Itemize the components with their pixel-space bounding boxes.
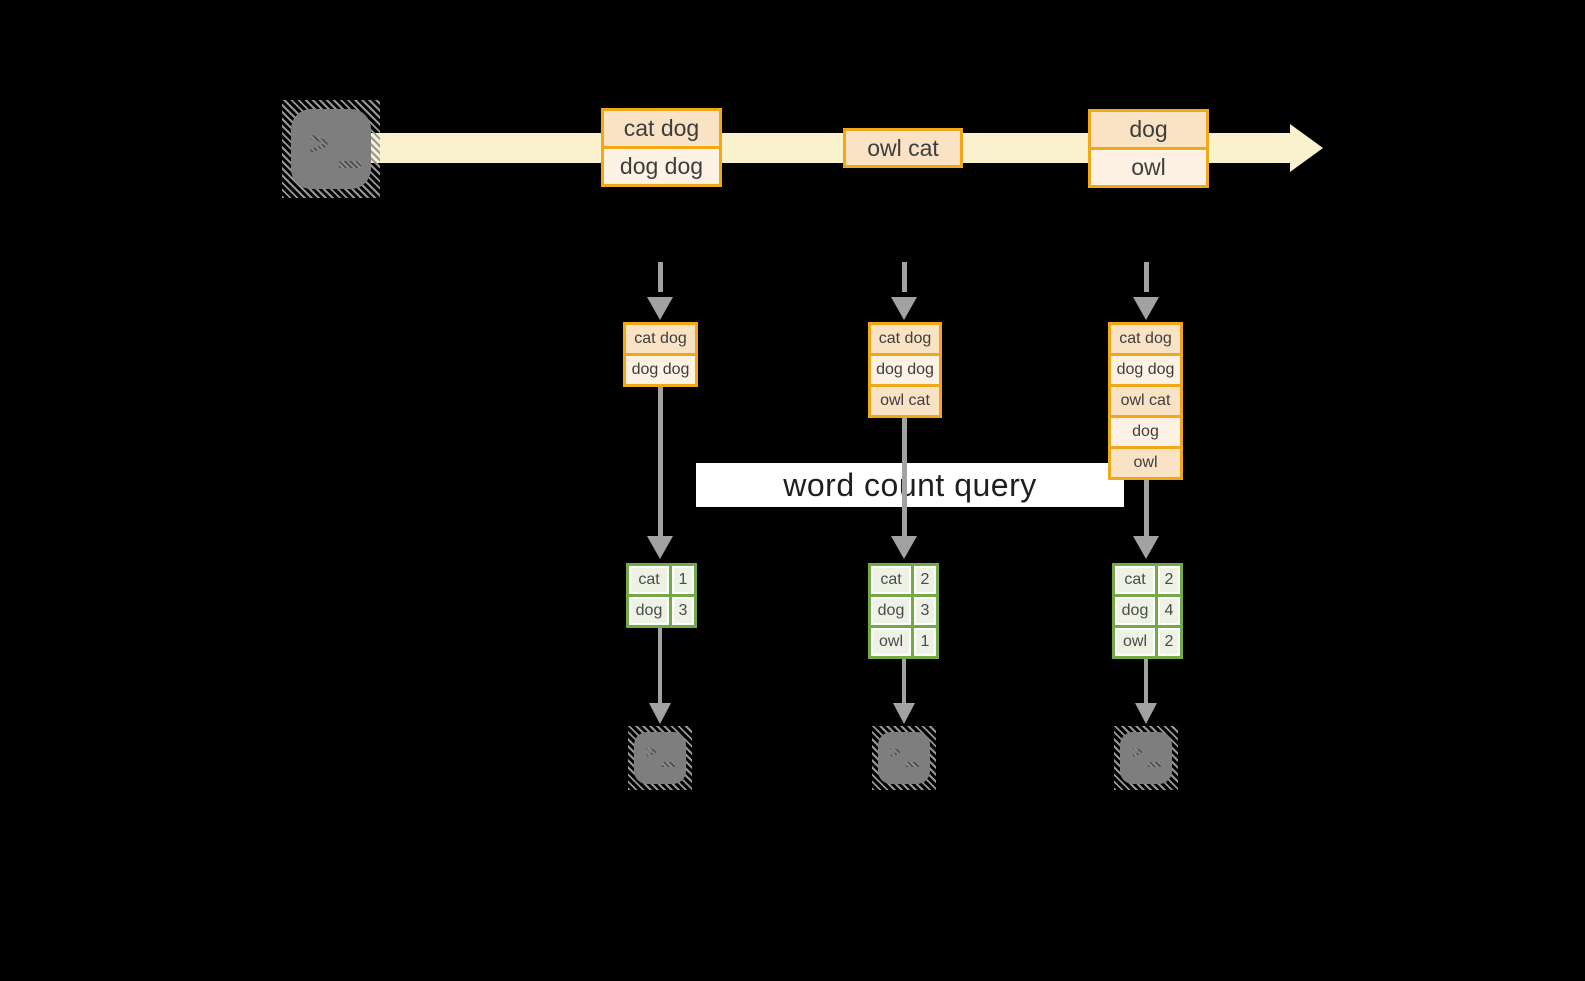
count-cell: 3: [914, 597, 936, 625]
stack-record: dog: [1111, 415, 1180, 446]
stack-record: cat dog: [871, 325, 939, 353]
prompt-underscore-icon: [662, 762, 675, 767]
word-cell: cat: [629, 566, 669, 594]
count-cell: 2: [914, 566, 936, 594]
arrow-shaft: [1144, 480, 1149, 537]
query-label: word count query: [783, 466, 1037, 503]
arrow-shaft: [902, 418, 907, 537]
word-count-table-2: cat 2 dog 3 owl 1: [868, 563, 939, 659]
terminal-body: >: [634, 732, 686, 784]
count-cell: 1: [914, 628, 936, 656]
dashed-arrow-shaft: [658, 262, 663, 292]
input-stack-3: cat dog dog dog owl cat dog owl: [1108, 322, 1183, 480]
count-cell: 1: [672, 566, 694, 594]
arrow-shaft: [658, 628, 662, 704]
query-band: word count query: [696, 463, 1124, 507]
count-cell: 2: [1158, 628, 1180, 656]
sink-terminal-icon-1: >: [628, 726, 692, 790]
arrowhead-icon: [893, 703, 915, 724]
arrowhead-icon: [649, 703, 671, 724]
prompt-chevron-icon: >: [309, 125, 329, 163]
word-cell: dog: [1115, 597, 1155, 625]
dashed-arrow-shaft: [1144, 262, 1149, 292]
input-stack-2: cat dog dog dog owl cat: [868, 322, 942, 418]
terminal-body: >: [291, 109, 371, 189]
batch-record: owl cat: [846, 131, 960, 165]
stream-batch-1: cat dog dog dog: [601, 108, 722, 187]
arrowhead-icon: [1133, 536, 1159, 559]
stream-batch-2: owl cat: [843, 128, 963, 168]
terminal-body: >: [1120, 732, 1172, 784]
stream-batch-3: dog owl: [1088, 109, 1209, 188]
word-cell: cat: [871, 566, 911, 594]
stack-record: dog dog: [871, 353, 939, 384]
batch-record: dog: [1091, 112, 1206, 147]
word-cell: owl: [1115, 628, 1155, 656]
batch-record: owl: [1091, 147, 1206, 185]
stack-record: owl cat: [871, 384, 939, 415]
terminal-body: >: [878, 732, 930, 784]
prompt-chevron-icon: >: [890, 742, 901, 762]
prompt-chevron-icon: >: [1132, 742, 1143, 762]
batch-record: dog dog: [604, 146, 719, 184]
count-cell: 3: [672, 597, 694, 625]
count-cell: 2: [1158, 566, 1180, 594]
count-cell: 4: [1158, 597, 1180, 625]
prompt-underscore-icon: [339, 161, 361, 168]
word-cell: cat: [1115, 566, 1155, 594]
stack-record: owl cat: [1111, 384, 1180, 415]
source-terminal-icon: >: [282, 100, 380, 198]
dashed-arrowhead-icon: [1133, 297, 1159, 320]
dashed-arrowhead-icon: [647, 297, 673, 320]
prompt-underscore-icon: [1148, 762, 1161, 767]
word-cell: dog: [871, 597, 911, 625]
word-cell: owl: [871, 628, 911, 656]
dashed-arrow-shaft: [902, 262, 907, 292]
word-count-table-1: cat 1 dog 3: [626, 563, 697, 628]
prompt-chevron-icon: >: [646, 742, 657, 762]
batch-record: cat dog: [604, 111, 719, 146]
stack-record: dog dog: [1111, 353, 1180, 384]
stack-record: dog dog: [626, 353, 695, 384]
arrowhead-icon: [647, 536, 673, 559]
stack-record: cat dog: [626, 325, 695, 353]
sink-terminal-icon-2: >: [872, 726, 936, 790]
stack-record: owl: [1111, 446, 1180, 477]
arrow-shaft: [902, 659, 906, 704]
arrowhead-icon: [891, 536, 917, 559]
input-stack-1: cat dog dog dog: [623, 322, 698, 387]
prompt-underscore-icon: [906, 762, 919, 767]
sink-terminal-icon-3: >: [1114, 726, 1178, 790]
word-count-table-3: cat 2 dog 4 owl 2: [1112, 563, 1183, 659]
word-cell: dog: [629, 597, 669, 625]
arrowhead-icon: [1135, 703, 1157, 724]
arrow-shaft: [658, 387, 663, 537]
arrow-shaft: [1144, 659, 1148, 704]
dashed-arrowhead-icon: [891, 297, 917, 320]
stack-record: cat dog: [1111, 325, 1180, 353]
stream-arrowhead-icon: [1290, 124, 1323, 172]
